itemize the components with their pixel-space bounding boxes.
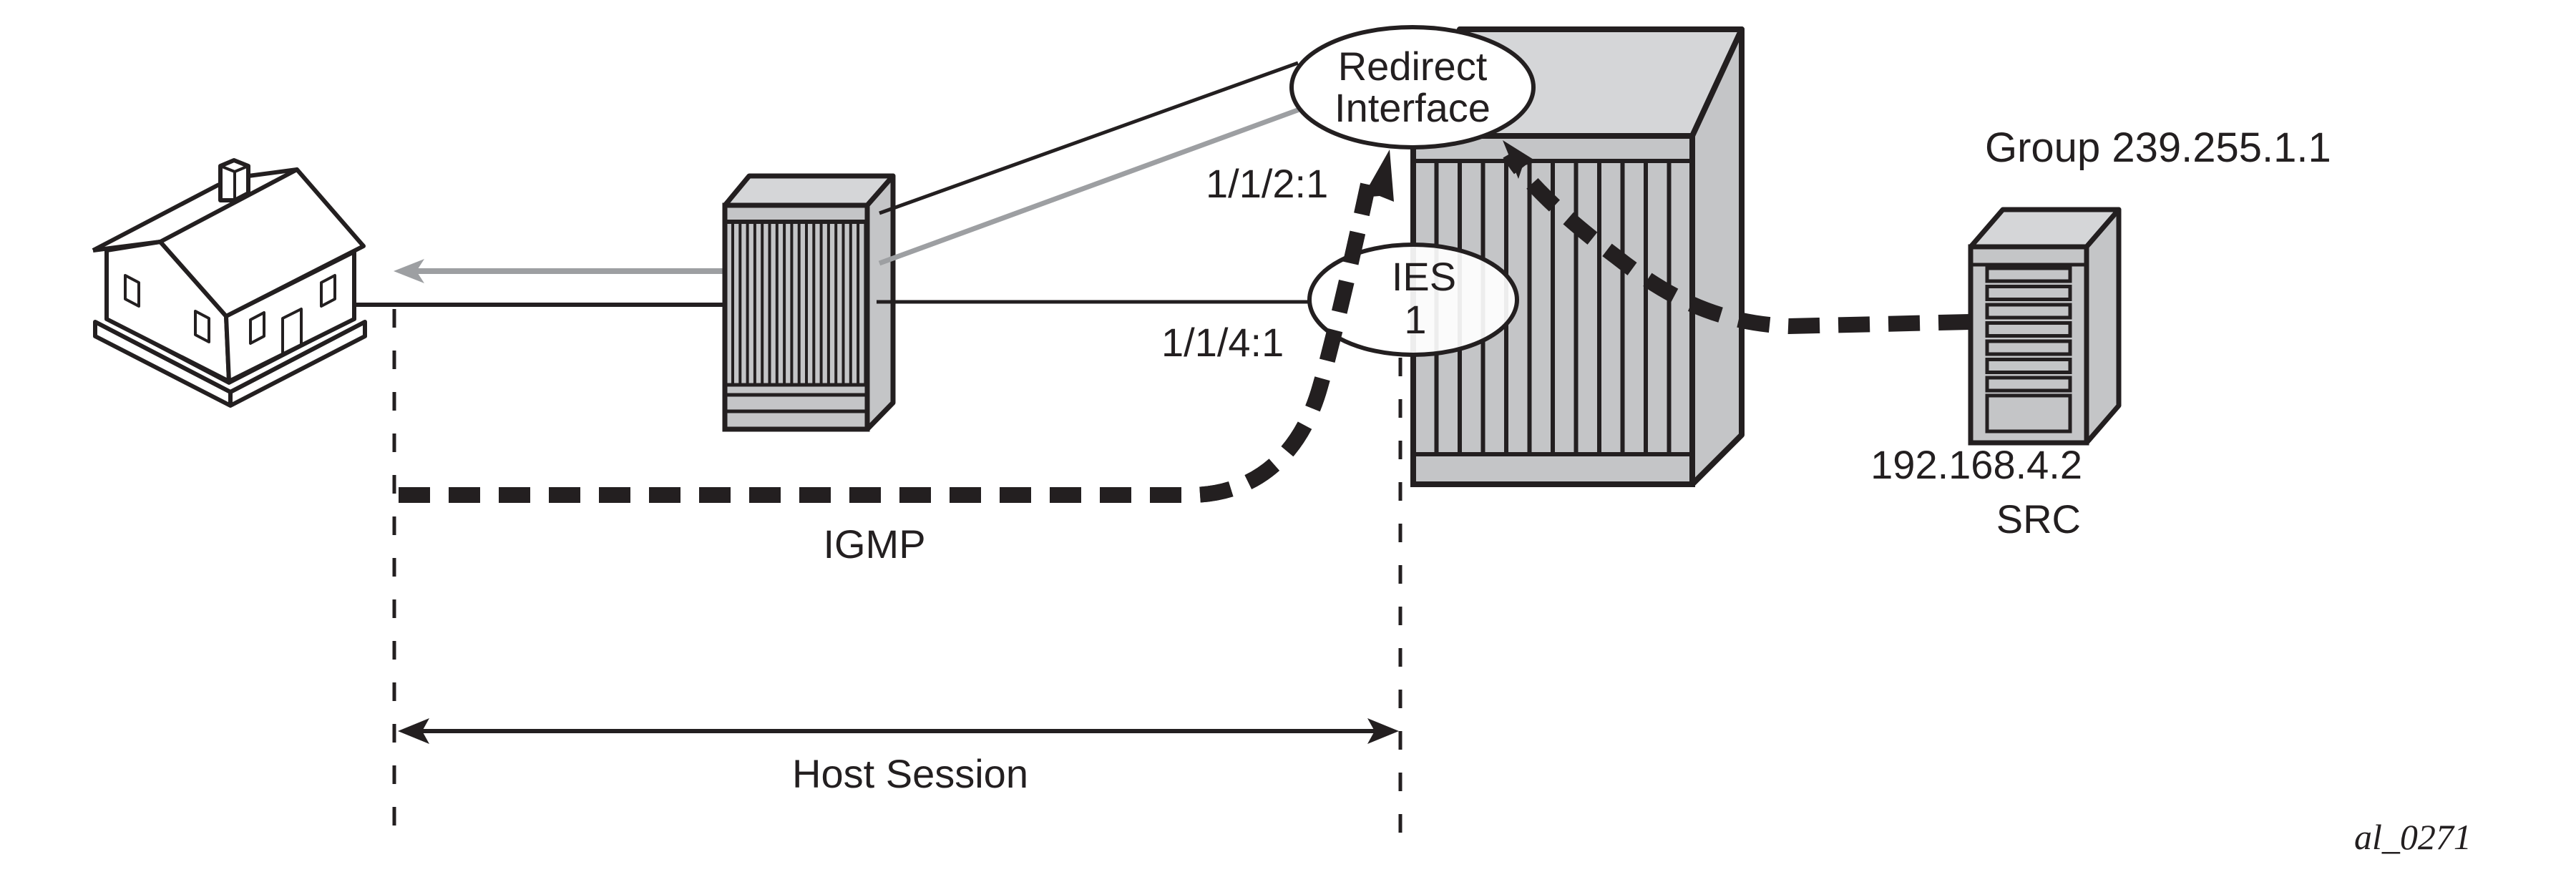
redirect-multicast-link (878, 107, 1301, 266)
port-label-lower: 1/1/4:1 (1161, 320, 1284, 365)
server-drive-bay (1985, 376, 2072, 393)
host-session-arrow (398, 718, 1399, 744)
igmp-path-overlay (399, 182, 1376, 503)
server-drive-bay (1985, 339, 2072, 356)
arrowhead-icon (1503, 140, 1537, 179)
server-drive-bay (1985, 285, 2072, 301)
host-session-label: Host Session (792, 751, 1028, 796)
server-drive-bay (1985, 358, 2072, 374)
server-drive-bay (1985, 321, 2072, 338)
server-drive-bay (1985, 266, 2072, 283)
ies-line2: 1 (1404, 297, 1426, 342)
igmp-label: IGMP (823, 521, 925, 567)
switch-chassis-icon (722, 173, 896, 432)
server-icon (1968, 207, 2122, 446)
multicast-downstream-arrow (394, 259, 725, 283)
source-role-label: SRC (1996, 496, 2081, 542)
server-drive-bay (1985, 303, 2072, 320)
group-label: Group 239.255.1.1 (1985, 124, 2331, 171)
multicast-source-path (1503, 150, 1971, 335)
redirect-link (879, 61, 1299, 215)
redirect-interface-line1: Redirect (1338, 44, 1488, 89)
ies-line1: IES (1392, 254, 1456, 299)
figure-id: al_0271 (2354, 817, 2472, 857)
redirect-interface: Redirect Interface (1289, 25, 1536, 150)
ies-interface: IES 1 (1307, 243, 1519, 357)
port-label-upper: 1/1/2:1 (1206, 161, 1328, 206)
house-icon (92, 158, 367, 408)
source-ip-label: 192.168.4.2 (1870, 442, 2082, 487)
router-chassis-icon (1410, 26, 1745, 487)
redirect-interface-line2: Interface (1335, 85, 1491, 130)
